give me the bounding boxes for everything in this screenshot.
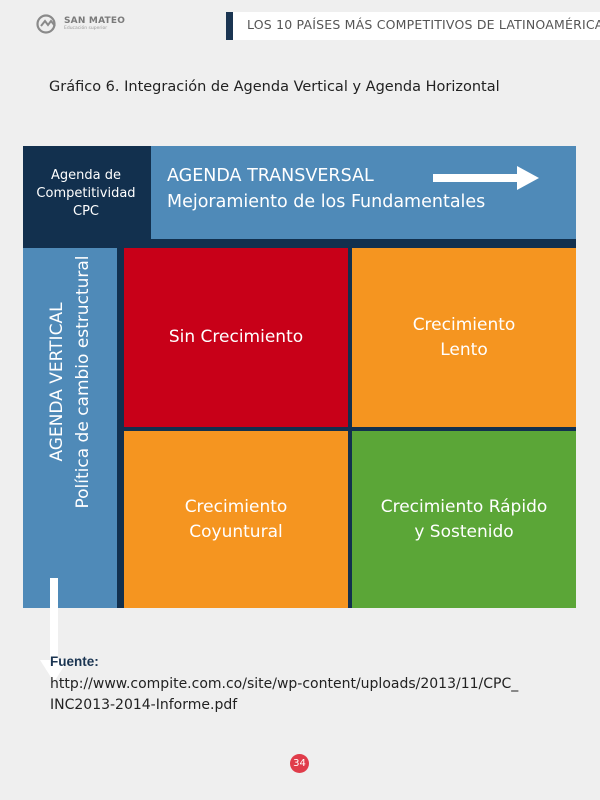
transversal-subtitle: Mejoramiento de los Fundamentales [167, 192, 486, 212]
cell-tr-line-1: Crecimiento [412, 314, 516, 335]
cell-sin-crecimiento: Sin Crecimiento [124, 248, 348, 427]
san-mateo-logo: SAN MATEO Educación superior [36, 14, 125, 34]
source-url[interactable]: http://www.compite.com.co/site/wp-conten… [50, 674, 550, 716]
corner-line-1: Agenda de [51, 168, 121, 183]
page-number: 34 [290, 754, 309, 773]
vertical-title: AGENDA VERTICAL [47, 302, 67, 462]
cell-tl-line-1: Sin Crecimiento [168, 327, 304, 347]
cell-br-line-1: Crecimiento Rápido [380, 496, 548, 517]
vertical-band: AGENDA VERTICAL Política de cambio estru… [23, 248, 117, 682]
arrow-down-icon [40, 578, 68, 682]
arrow-right-icon [433, 166, 539, 190]
transversal-title: AGENDA TRANSVERSAL [167, 166, 374, 186]
corner-line-2: Competitividad [36, 186, 136, 201]
agenda-matrix-diagram: Agenda de Competitividad CPC AGENDA TRAN… [23, 146, 576, 682]
vertical-subtitle: Política de cambio estructural [73, 255, 93, 509]
cell-bl-line-2: Coyuntural [189, 521, 283, 542]
header-title: LOS 10 PAÍSES MÁS COMPETITIVOS DE LATINO… [247, 17, 600, 32]
logo-tagline: Educación superior [64, 25, 108, 31]
source-label: Fuente: [50, 654, 99, 669]
cell-bl-line-1: Crecimiento [184, 496, 288, 517]
cell-crecimiento-rapido: Crecimiento Rápido y Sostenido [352, 431, 576, 608]
source-url-line-2: INC2013-2014-Informe.pdf [50, 697, 238, 713]
figure-caption: Gráfico 6. Integración de Agenda Vertica… [49, 79, 500, 95]
logo-name: SAN MATEO [64, 15, 126, 26]
logo-mark-icon [36, 14, 56, 34]
source-url-line-1: http://www.compite.com.co/site/wp-conten… [50, 676, 519, 692]
transversal-band: AGENDA TRANSVERSAL Mejoramiento de los F… [151, 146, 576, 239]
cell-crecimiento-lento: Crecimiento Lento [352, 248, 576, 427]
corner-line-3: CPC [73, 204, 99, 219]
cell-crecimiento-coyuntural: Crecimiento Coyuntural [124, 431, 348, 608]
corner-label: Agenda de Competitividad CPC [23, 146, 149, 242]
header-bar [226, 12, 600, 40]
header-accent [226, 12, 233, 40]
cell-br-line-2: y Sostenido [414, 521, 514, 542]
cell-tr-line-2: Lento [440, 339, 488, 360]
